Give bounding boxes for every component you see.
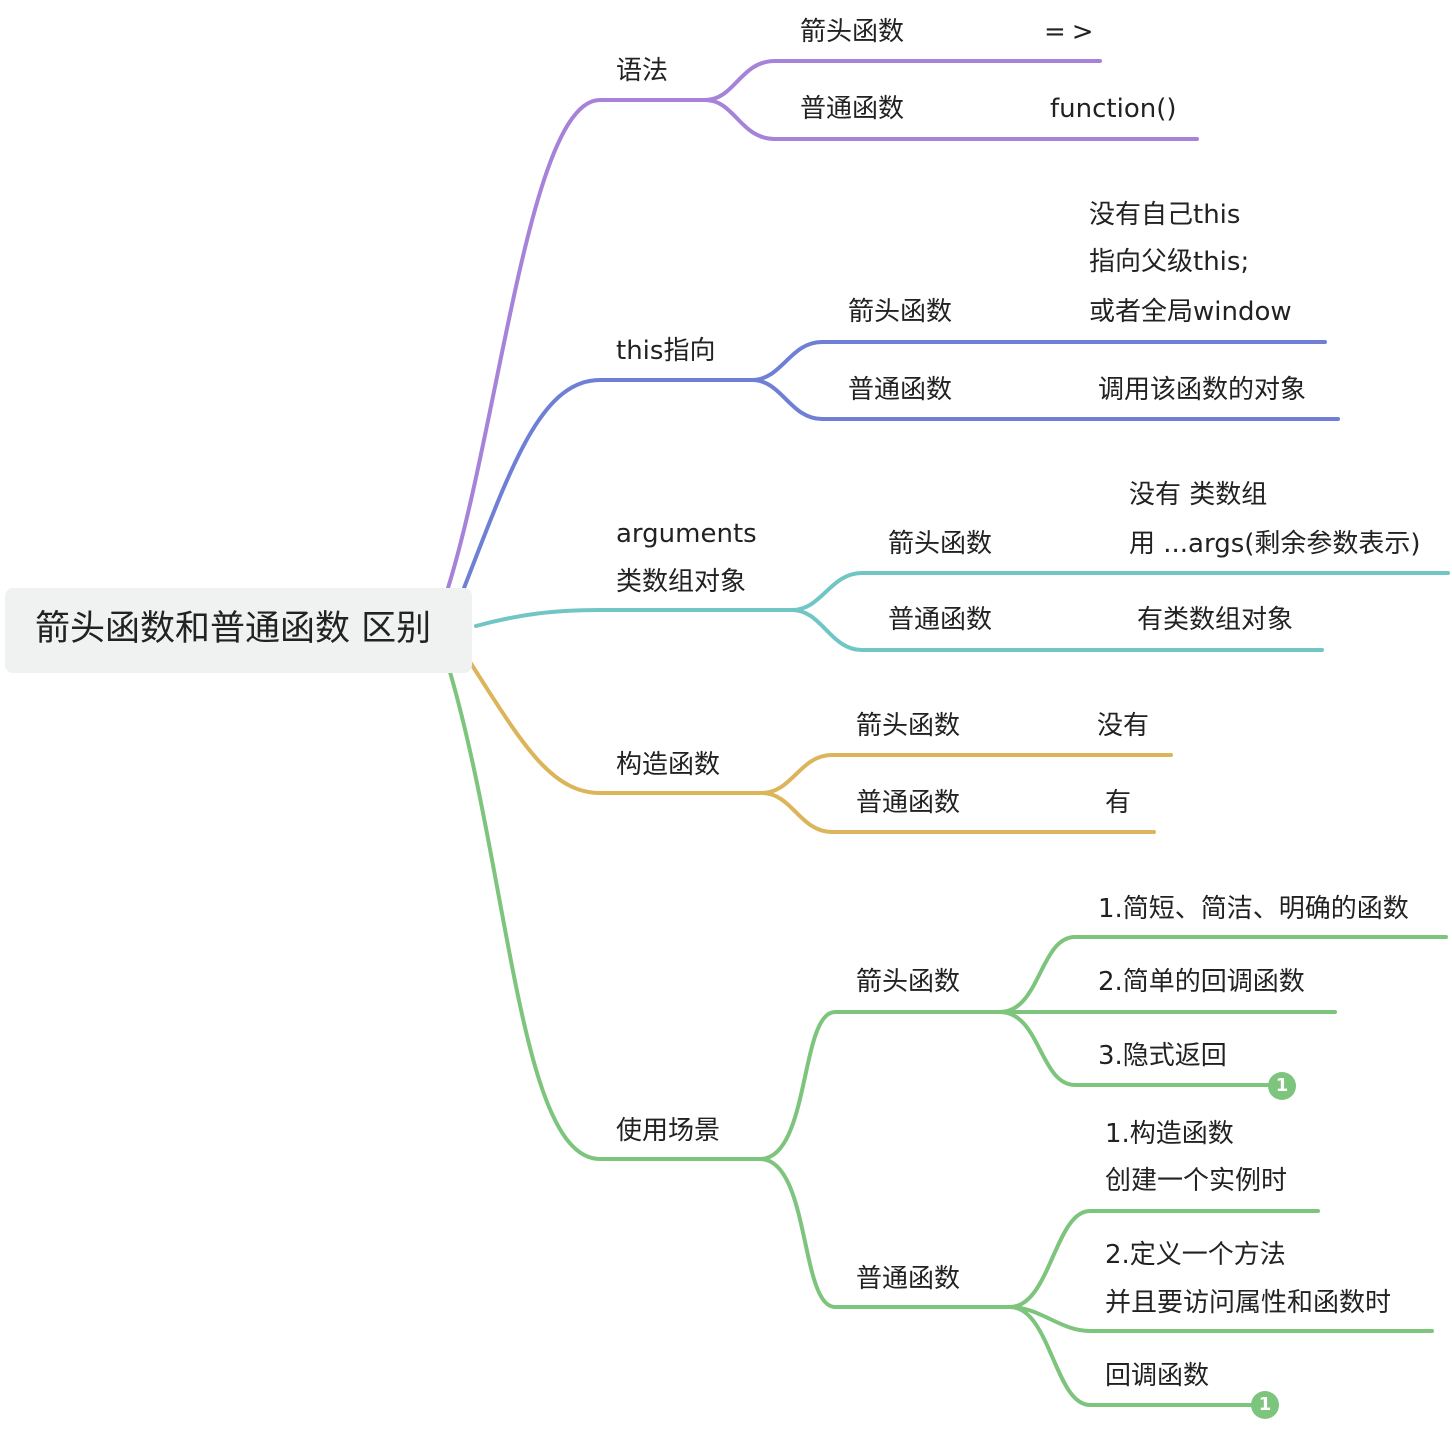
this-arrow-value-line1[interactable]: 没有自己this [1089, 200, 1241, 230]
branch-arguments-label-line1[interactable]: arguments [616, 519, 757, 549]
edge-syntax-normal [703, 98, 1199, 141]
edge-root-this [462, 378, 754, 590]
branch-syntax-label[interactable]: 语法 [616, 56, 669, 86]
usage-normal-item-1-line2[interactable]: 创建一个实例时 [1105, 1166, 1288, 1196]
usage-normal-item-1-line1[interactable]: 1.构造函数 [1105, 1119, 1234, 1149]
usage-arrow-item-2[interactable]: 2.简单的回调函数 [1098, 967, 1305, 997]
syntax-normal-label[interactable]: 普通函数 [800, 94, 905, 124]
this-normal-value[interactable]: 调用该函数的对象 [1098, 375, 1307, 405]
usage-normal-label[interactable]: 普通函数 [856, 1264, 961, 1294]
edge-constructor-normal [760, 791, 1156, 834]
this-arrow-value-line2[interactable]: 指向父级this; [1089, 247, 1250, 277]
edge-arguments-arrow [790, 571, 1450, 612]
branch-this-label[interactable]: this指向 [616, 336, 716, 366]
usage-arrow-item-3[interactable]: 3.隐式返回 [1098, 1041, 1227, 1071]
edge-root-constructor [468, 660, 764, 795]
usage-normal-item-2-line1[interactable]: 2.定义一个方法 [1105, 1240, 1286, 1270]
usage-arrow-item-1[interactable]: 1.简短、简洁、明确的函数 [1098, 894, 1409, 924]
arguments-normal-label[interactable]: 普通函数 [888, 605, 993, 635]
arguments-arrow-label[interactable]: 箭头函数 [888, 529, 993, 559]
constructor-arrow-label[interactable]: 箭头函数 [856, 711, 961, 741]
constructor-normal-label[interactable]: 普通函数 [856, 788, 961, 818]
arguments-arrow-value-line1[interactable]: 没有 类数组 [1129, 480, 1268, 510]
edge-arguments-normal [790, 608, 1324, 652]
edge-syntax-arrow [703, 59, 1102, 102]
usage-normal-item-3[interactable]: 回调函数 [1105, 1361, 1210, 1391]
edge-this-arrow [750, 340, 1327, 382]
edge-this-normal [750, 378, 1340, 421]
edge-usage-normal [758, 1157, 1012, 1309]
edge-root-syntax [446, 98, 707, 590]
edge-root-usage [448, 670, 762, 1161]
this-arrow-value-line3[interactable]: 或者全局window [1089, 297, 1292, 327]
syntax-normal-value[interactable]: function() [1050, 94, 1177, 124]
root-node[interactable] [5, 588, 472, 673]
edge-constructor-arrow [760, 753, 1173, 795]
this-normal-label[interactable]: 普通函数 [848, 375, 953, 405]
syntax-arrow-label[interactable]: 箭头函数 [800, 17, 905, 47]
branch-constructor-label[interactable]: 构造函数 [616, 750, 721, 780]
branch-usage-label[interactable]: 使用场景 [616, 1116, 721, 1146]
note-badge[interactable]: 1 [1268, 1072, 1296, 1100]
note-badge[interactable]: 1 [1251, 1391, 1279, 1419]
constructor-normal-value[interactable]: 有 [1105, 788, 1132, 818]
constructor-arrow-value[interactable]: 没有 [1097, 711, 1150, 741]
edge-root-arguments [474, 608, 794, 628]
arguments-arrow-value-line2[interactable]: 用 ...args(剩余参数表示) [1129, 529, 1421, 559]
arguments-normal-value[interactable]: 有类数组对象 [1137, 605, 1294, 635]
root-label: 箭头函数和普通函数 区别 [35, 609, 432, 649]
edge-normal-use-1 [1008, 1209, 1320, 1309]
branch-arguments-label-line2[interactable]: 类数组对象 [616, 567, 747, 597]
edge-usage-arrow [758, 1010, 1002, 1161]
edge-arrow-use-3 [998, 1010, 1270, 1087]
this-arrow-label[interactable]: 箭头函数 [848, 297, 953, 327]
edge-arrow-use-1 [998, 935, 1448, 1014]
usage-arrow-label[interactable]: 箭头函数 [856, 967, 961, 997]
edge-normal-use-3 [1008, 1305, 1254, 1407]
syntax-arrow-value[interactable]: => [1044, 17, 1100, 47]
usage-normal-item-2-line2[interactable]: 并且要访问属性和函数时 [1105, 1288, 1392, 1318]
